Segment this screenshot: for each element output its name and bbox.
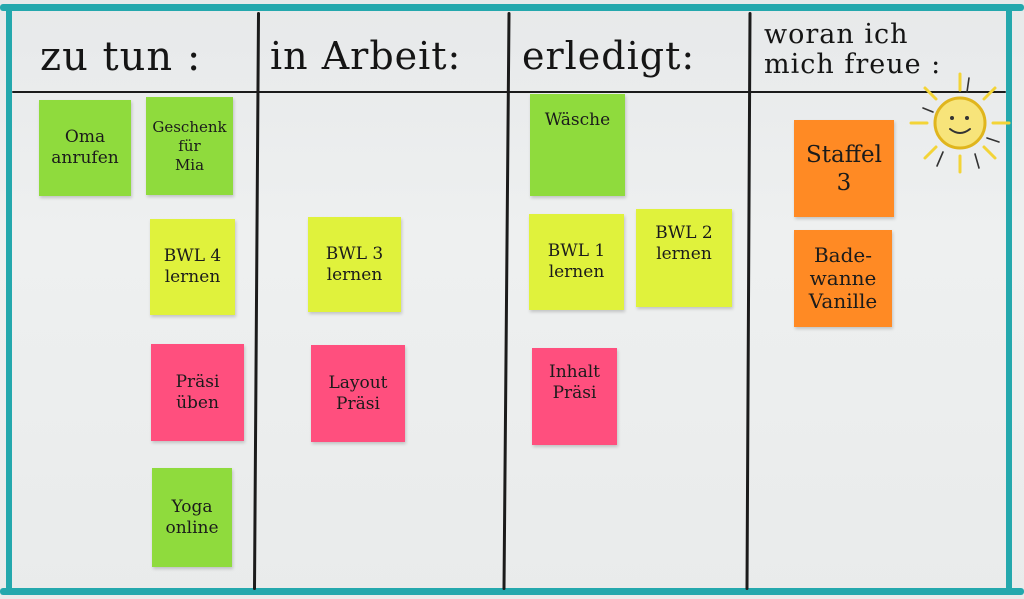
column-title-in-progress: in Arbeit:	[270, 34, 462, 78]
divider-1	[252, 11, 261, 591]
note-badewanne-vanille[interactable]: Bade- wanne Vanille	[794, 230, 892, 327]
sun-icon	[909, 72, 1011, 174]
note-layout-praesi[interactable]: Layout Präsi	[311, 345, 405, 442]
frame-bottom	[0, 588, 1024, 595]
header-separator	[12, 91, 1006, 93]
frame-top	[0, 4, 1024, 11]
note-praesi-ueben[interactable]: Präsi üben	[151, 344, 244, 441]
note-inhalt-praesi[interactable]: Inhalt Präsi	[532, 348, 617, 445]
divider-3	[745, 11, 752, 591]
note-yoga-online[interactable]: Yoga online	[152, 468, 232, 567]
note-bwl4-lernen[interactable]: BWL 4 lernen	[150, 219, 235, 315]
frame-left	[6, 4, 12, 595]
note-oma-anrufen[interactable]: Oma anrufen	[39, 100, 131, 196]
note-staffel-3[interactable]: Staffel 3	[794, 120, 894, 217]
note-bwl3-lernen[interactable]: BWL 3 lernen	[308, 217, 401, 312]
divider-2	[502, 11, 511, 591]
column-title-looking-forward: woran ich mich freue :	[764, 19, 942, 80]
column-title-done: erledigt:	[522, 34, 696, 78]
column-title-todo: zu tun :	[40, 34, 202, 80]
note-waesche[interactable]: Wäsche	[530, 94, 625, 196]
note-bwl2-lernen[interactable]: BWL 2 lernen	[636, 209, 732, 307]
frame-right	[1006, 4, 1012, 595]
note-geschenk-fuer-mia[interactable]: Geschenk für Mia	[146, 97, 233, 195]
note-bwl1-lernen[interactable]: BWL 1 lernen	[529, 214, 624, 310]
